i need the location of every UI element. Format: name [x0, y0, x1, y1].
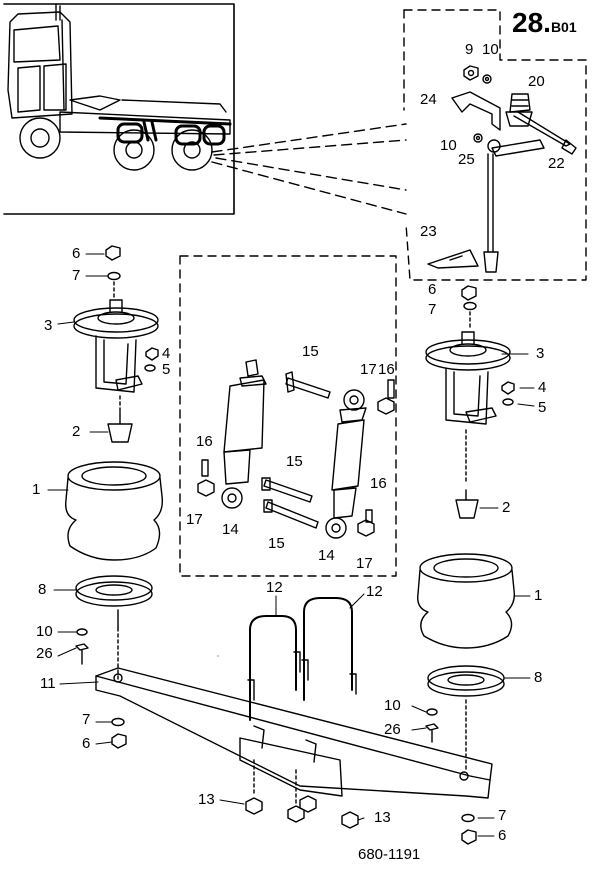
callout-5: 5	[538, 399, 547, 416]
callout-7: 7	[498, 807, 507, 824]
truck-inset	[3, 3, 235, 215]
callout-17: 17	[356, 555, 373, 572]
callout-15: 15	[268, 535, 285, 552]
document-number: 680-1191	[358, 846, 421, 863]
shock-absorbers	[197, 359, 395, 539]
callout-10: 10	[440, 137, 457, 154]
callout-1: 1	[32, 481, 41, 498]
callout-6: 6	[428, 281, 437, 298]
callout-4: 4	[162, 345, 171, 362]
callout-5: 5	[162, 361, 171, 378]
callout-4: 4	[538, 379, 547, 396]
callout-23: 23	[420, 223, 437, 240]
callout-10: 10	[482, 41, 499, 58]
callout-7: 7	[82, 711, 91, 728]
right-air-spring-assembly	[417, 285, 516, 845]
title-sub: B01	[550, 19, 577, 35]
callout-16: 16	[370, 475, 387, 492]
callout-14: 14	[222, 521, 239, 538]
callout-2: 2	[502, 499, 511, 516]
left-air-spring-assembly	[65, 245, 164, 749]
callout-15: 15	[286, 453, 303, 470]
callout-2: 2	[72, 423, 81, 440]
callout-10: 10	[36, 623, 53, 640]
callout-13: 13	[374, 809, 391, 826]
callout-17: 17	[186, 511, 203, 528]
callout-12: 12	[366, 583, 383, 600]
callout-10: 10	[384, 697, 401, 714]
callout-20: 20	[528, 73, 545, 90]
callout-6: 6	[72, 245, 81, 262]
callout-9: 9	[465, 41, 474, 58]
callout-12: 12	[266, 579, 283, 596]
callout-13: 13	[198, 791, 215, 808]
callout-8: 8	[38, 581, 47, 598]
callout-14: 14	[318, 547, 335, 564]
callout-22: 22	[548, 155, 565, 172]
callout-1: 1	[534, 587, 543, 604]
axle-beam	[95, 597, 493, 799]
callout-3: 3	[536, 345, 545, 362]
callout-11: 11	[40, 675, 56, 692]
shock-absorber-box	[179, 255, 397, 577]
callout-6: 6	[82, 735, 91, 752]
height-valve-detail-box	[403, 9, 587, 281]
page-title: 28.B01	[512, 8, 577, 42]
callout-7: 7	[428, 301, 437, 318]
callout-26: 26	[384, 721, 401, 738]
callout-25: 25	[458, 151, 475, 168]
callout-15: 15	[302, 343, 319, 360]
height-valve-parts	[427, 65, 577, 273]
callout-26: 26	[36, 645, 53, 662]
callout-8: 8	[534, 669, 543, 686]
callout-16: 16	[196, 433, 213, 450]
callout-17: 17	[360, 361, 377, 378]
title-main: 28.	[512, 7, 551, 38]
callout-3: 3	[44, 317, 53, 334]
callout-7: 7	[72, 267, 81, 284]
callout-16: 16	[378, 361, 395, 378]
callout-lines	[47, 253, 535, 837]
leader-lines	[211, 123, 407, 215]
callout-6: 6	[498, 827, 507, 844]
callout-24: 24	[420, 91, 437, 108]
u-bolt-nuts	[245, 759, 359, 829]
